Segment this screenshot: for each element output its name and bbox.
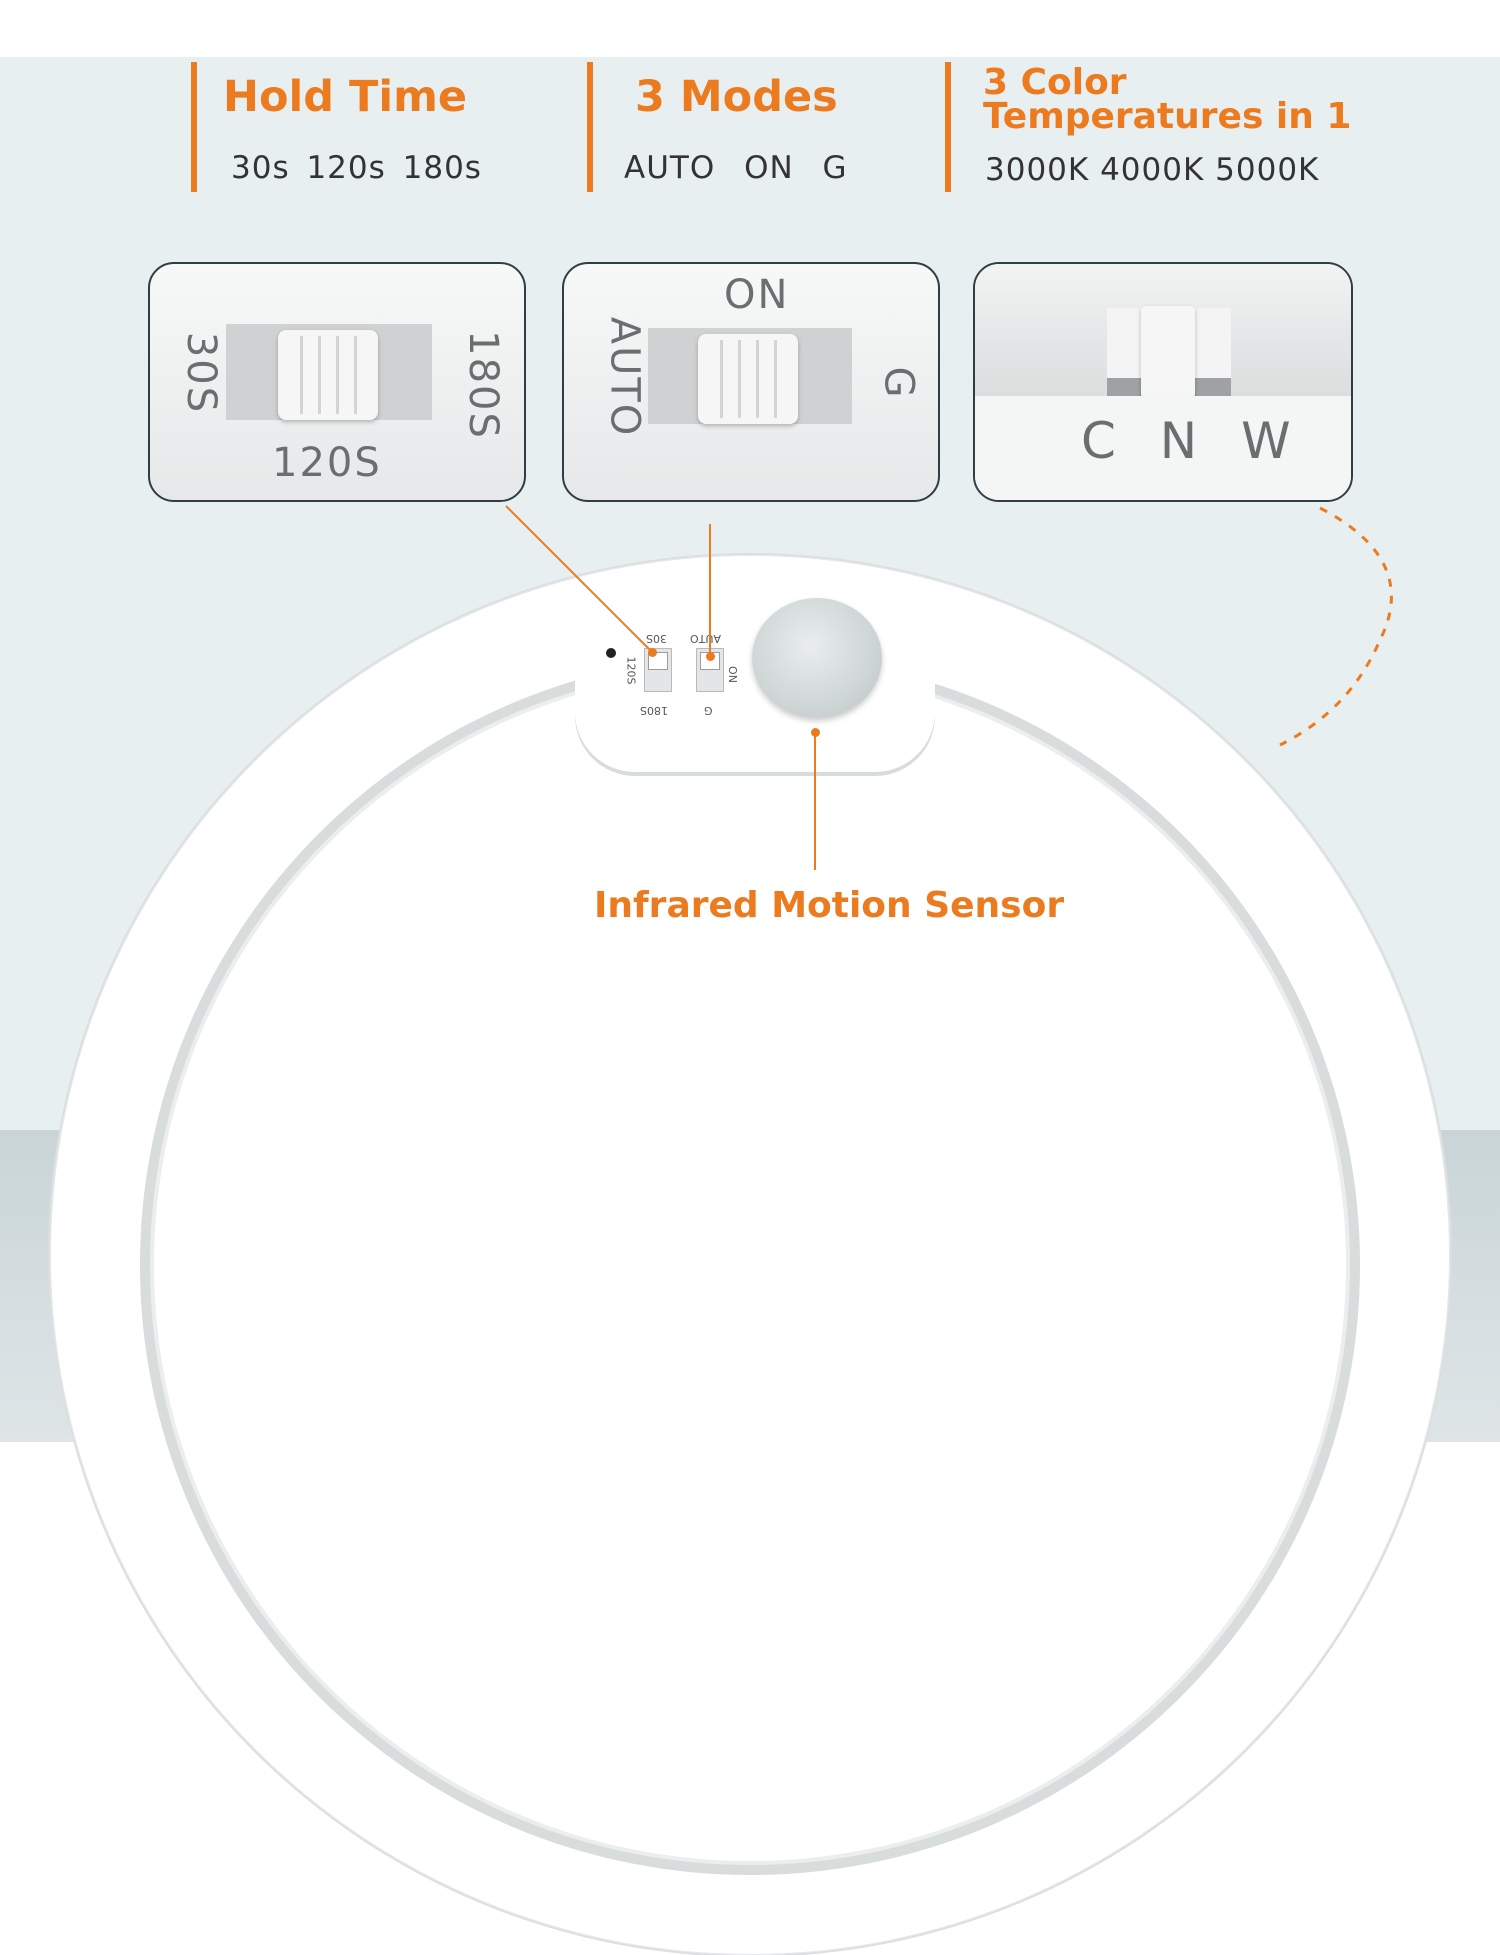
label-on: ON	[724, 272, 790, 318]
feature-title: Hold Time	[223, 72, 468, 122]
feature-values: 3000K 4000K 5000K	[985, 152, 1320, 188]
accent-bar	[191, 62, 197, 192]
infrared-sensor-lens	[752, 598, 882, 718]
mode-switch-closeup: ON AUTO G	[562, 262, 940, 502]
feature-color-temperature: 3 Color Temperatures in 1 3000K 4000K 50…	[945, 62, 1365, 192]
mode-switch-knob[interactable]	[698, 334, 798, 424]
callout-dot	[648, 648, 657, 657]
accent-bar	[587, 62, 593, 192]
feature-title: 3 Modes	[635, 72, 838, 122]
hold-time-callout-line	[505, 505, 653, 653]
callout-dot	[811, 728, 820, 737]
feature-title: 3 Color Temperatures in 1	[983, 62, 1352, 137]
callout-dot	[706, 652, 715, 661]
label-120s: 120S	[272, 440, 382, 486]
info-icon	[606, 648, 616, 658]
color-temperature-callout-line	[1279, 506, 1393, 747]
sensor-label: Infrared Motion Sensor	[594, 885, 1065, 926]
feature-modes: 3 Modes AUTO ON G	[587, 62, 907, 192]
color-temperature-switch-knob[interactable]	[1141, 306, 1195, 398]
housing-face	[975, 396, 1351, 500]
feature-values: AUTO ON G	[624, 150, 848, 186]
label-cnw: C N W	[1081, 412, 1305, 470]
feature-hold-time: Hold Time 30s 120s 180s	[191, 62, 531, 192]
accent-bar	[945, 62, 951, 192]
feature-values: 30s 120s 180s	[231, 150, 482, 186]
color-temperature-switch-closeup: C N W	[973, 262, 1353, 502]
hold-time-switch-closeup: 30S 180S 120S	[148, 262, 526, 502]
callout-lines	[505, 505, 1393, 870]
hold-time-switch-knob[interactable]	[278, 330, 378, 420]
